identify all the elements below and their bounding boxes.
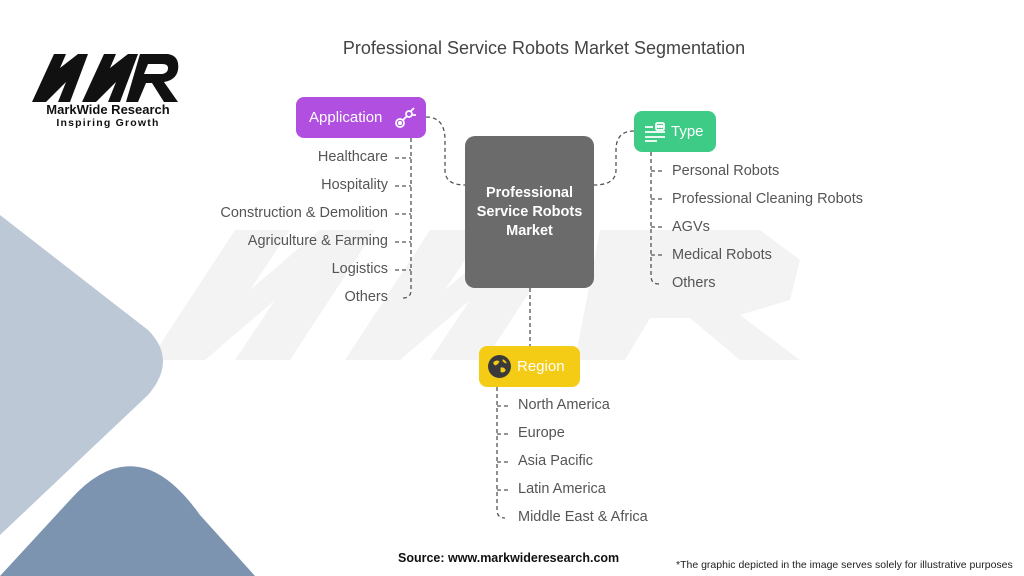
source-credit: Source: www.markwideresearch.com [398,551,620,565]
region-item: Asia Pacific [518,453,593,469]
type-item: AGVs [672,219,710,235]
robot-arm-icon [395,107,416,128]
logo-mark [32,54,179,102]
disclaimer-note: *The graphic depicted in the image serve… [676,559,1013,571]
application-item: Others [344,289,388,305]
region-item: Middle East & Africa [518,509,648,525]
robot-list-icon [645,122,665,142]
segment-type-label: Type [671,123,704,140]
segment-type-header: Type [634,111,716,152]
diagram-title: Professional Service Robots Market Segme… [342,38,746,58]
type-item: Others [672,275,716,291]
bg-shape-dark [0,466,255,576]
region-item: Europe [518,425,565,441]
application-item: Construction & Demolition [220,205,388,221]
application-item: Logistics [331,261,388,277]
watermark [150,230,800,360]
center-node: Professional Service Robots Market [465,136,594,288]
bg-shape-light [0,215,163,535]
region-item: North America [518,397,610,413]
segment-region-header: Region [479,346,580,387]
center-node-label: Professional Service Robots Market [476,184,583,239]
region-item: Latin America [518,481,606,497]
type-item: Personal Robots [672,163,780,179]
application-item: Agriculture & Farming [247,233,388,249]
logo-company-name: MarkWide Research [46,102,170,117]
segment-application-header: Application [296,97,426,138]
application-item: Healthcare [317,149,388,165]
logo-tagline: Inspiring Growth [56,117,160,129]
type-item: Medical Robots [672,247,772,263]
type-item: Professional Cleaning Robots [672,191,864,207]
application-item: Hospitality [321,177,388,193]
globe-icon [488,355,511,378]
segment-application-label: Application [309,109,383,126]
connectors [395,116,665,519]
segment-region-label: Region [517,358,565,375]
